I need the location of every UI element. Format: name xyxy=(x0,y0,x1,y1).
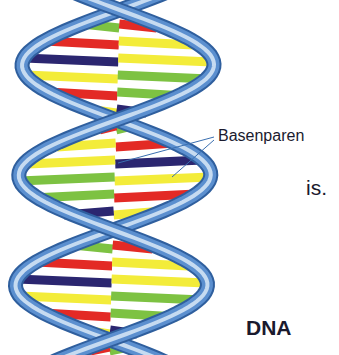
base-pair-half xyxy=(17,279,112,283)
base-pair-half xyxy=(115,177,211,181)
base-pair-half xyxy=(118,58,212,62)
base-pair-half xyxy=(24,58,118,62)
part-label: Basenparen xyxy=(216,127,306,145)
helix-strand xyxy=(16,0,211,355)
leader-line xyxy=(172,140,214,177)
helix-strand xyxy=(19,0,214,355)
helix-strand xyxy=(19,0,214,355)
base-pair-half xyxy=(19,177,115,181)
helix-strand xyxy=(16,0,211,355)
leader-lines xyxy=(118,137,214,177)
leader-line xyxy=(118,137,214,163)
helix-strands xyxy=(16,0,215,355)
base-pair-half xyxy=(112,279,207,283)
text-fragment: is. xyxy=(306,176,327,199)
helix-strand xyxy=(19,0,214,355)
helix-strand xyxy=(16,0,211,355)
base-pair-half xyxy=(28,160,115,164)
title-label: DNA xyxy=(246,316,292,339)
